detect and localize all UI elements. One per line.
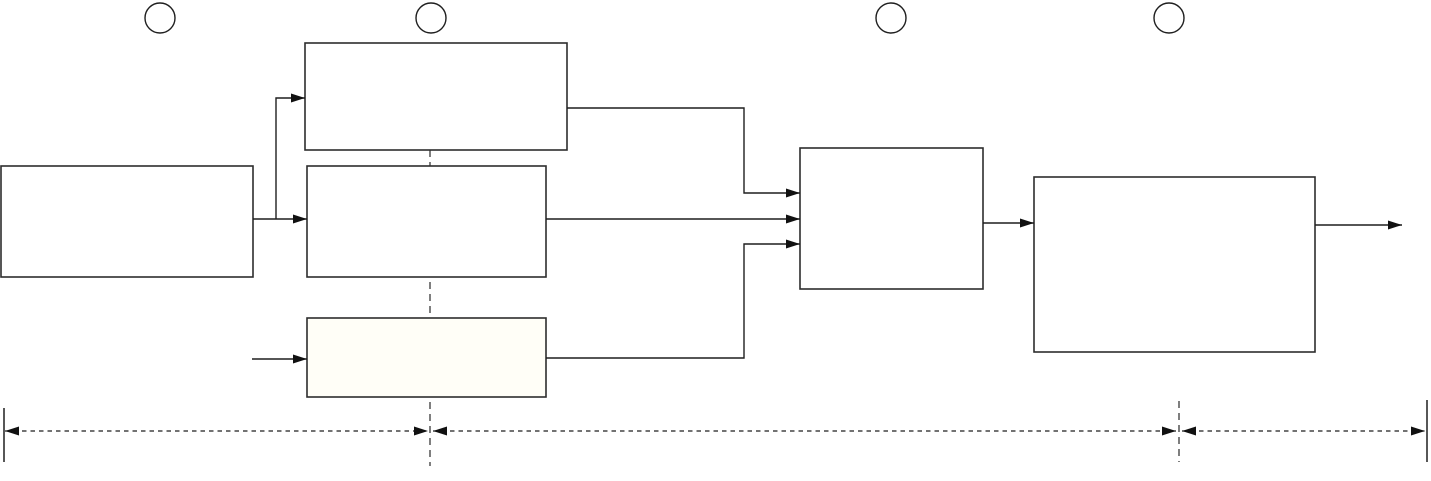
stage-marker-circle-4 <box>1153 2 1185 34</box>
block-lower-branch <box>306 317 547 398</box>
connector-lower-to-combiner <box>546 239 800 359</box>
dimension-layer <box>3 400 1428 462</box>
stage-markers-layer <box>144 2 1185 34</box>
stage-marker-circle-3 <box>875 2 907 34</box>
connector-upper-to-combiner <box>567 107 800 198</box>
connectors-layer <box>252 93 1402 364</box>
block-combiner <box>799 147 984 290</box>
stage-marker-circle-2 <box>415 2 447 34</box>
blocks-layer <box>0 42 1316 398</box>
stage-marker-circle-1 <box>144 2 176 34</box>
block-output-stage <box>1033 176 1316 353</box>
block-upper-branch <box>304 42 568 151</box>
connector-branch-to-upper <box>275 93 305 219</box>
block-middle-branch <box>306 165 547 278</box>
block-source <box>0 165 254 278</box>
